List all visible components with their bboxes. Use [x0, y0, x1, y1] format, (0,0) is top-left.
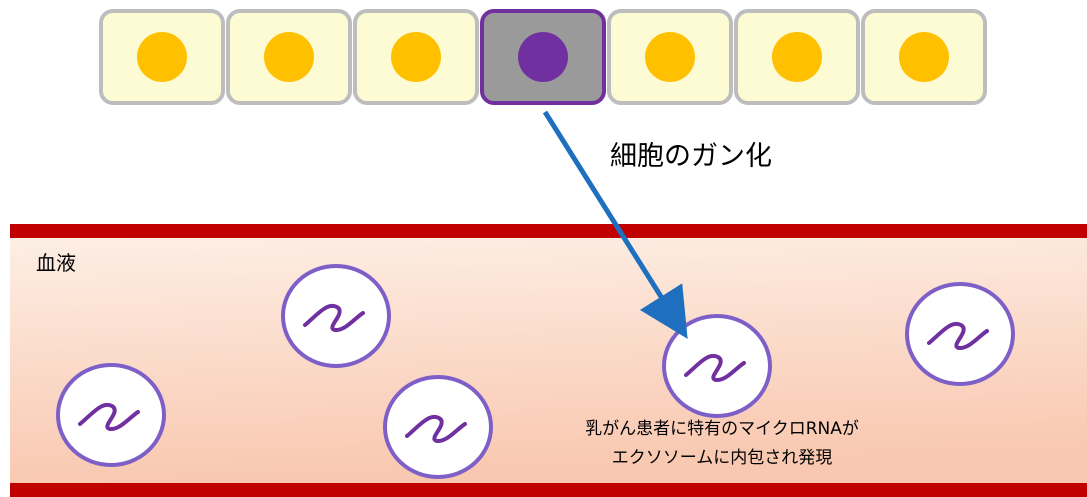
microrna-strand: [78, 402, 140, 431]
exosome-group: [56, 264, 1015, 479]
vessel-wall-top: [10, 224, 1087, 238]
transfer-arrow: [542, 110, 688, 339]
cancer-cell: [480, 9, 606, 105]
exosome: [281, 264, 391, 368]
cancer-transformation-label: 細胞のガン化: [610, 141, 772, 172]
blood-label: 血液: [36, 251, 76, 275]
exosome-membrane: [905, 282, 1015, 386]
annotation-line-2: エクソソームに内包され発現: [612, 448, 833, 468]
cell: [226, 9, 352, 105]
cell-nucleus: [391, 32, 441, 82]
cell: [607, 9, 733, 105]
microrna-strand: [927, 321, 989, 350]
vessel-wall-bottom: [10, 483, 1087, 497]
microrna-strand: [405, 414, 467, 443]
cell: [861, 9, 987, 105]
blood-vessel: [10, 224, 1087, 497]
cell-nucleus: [137, 32, 187, 82]
cell-nucleus: [645, 32, 695, 82]
exosome-membrane: [662, 314, 772, 418]
exosome: [905, 282, 1015, 386]
cell-nucleus: [899, 32, 949, 82]
exosome-membrane: [56, 363, 166, 467]
annotation-line-1: 乳がん患者に特有のマイクロRNAが: [585, 419, 859, 439]
exosome-membrane: [281, 264, 391, 368]
cell: [734, 9, 860, 105]
exosome: [56, 363, 166, 467]
microrna-strand: [303, 303, 365, 332]
blood-region: [10, 232, 1087, 483]
cell-nucleus: [772, 32, 822, 82]
cell: [99, 9, 225, 105]
exosome: [383, 375, 493, 479]
epithelial-cell-row: [99, 9, 987, 105]
cell: [353, 9, 479, 105]
cell-nucleus: [264, 32, 314, 82]
exosome-membrane: [383, 375, 493, 479]
cancer-cell-nucleus: [518, 32, 568, 82]
exosome: [662, 314, 772, 418]
microrna-strand: [684, 353, 746, 382]
